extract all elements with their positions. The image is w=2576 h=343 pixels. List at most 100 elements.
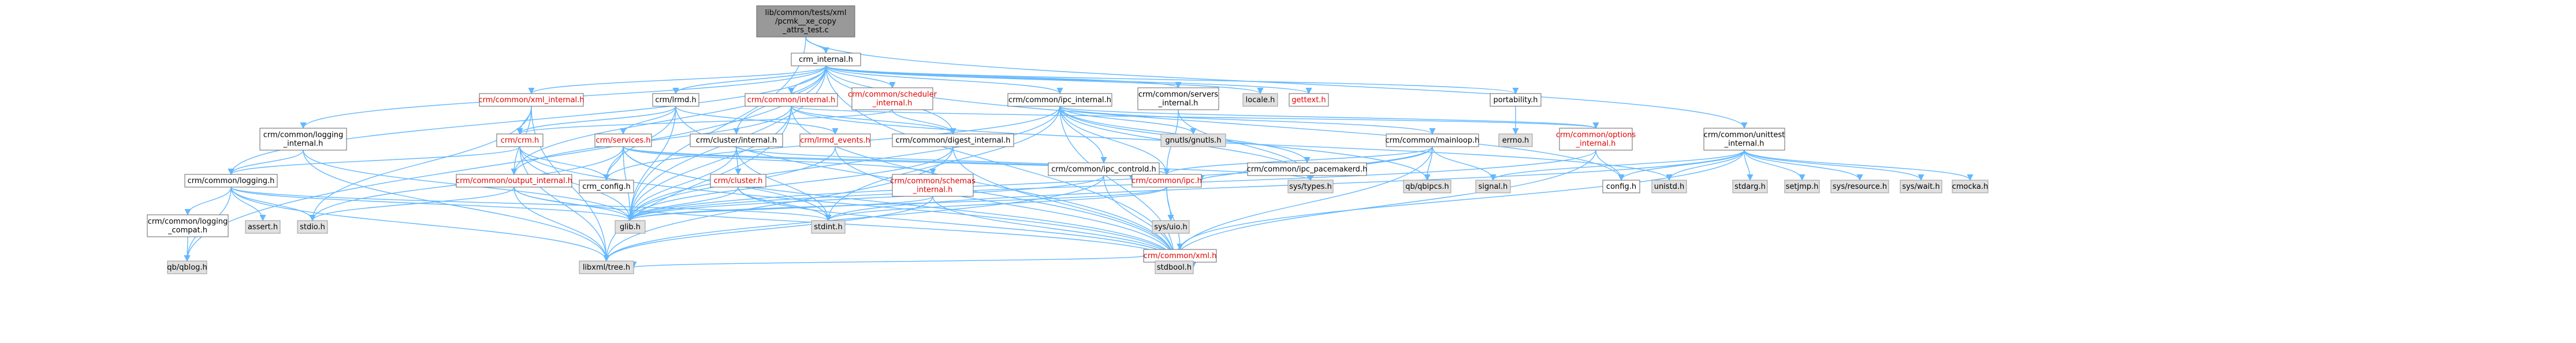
edges-layer (184, 36, 1974, 269)
node-label: crm/common/logging (148, 218, 228, 226)
edge-crm_h-to-logging_h (228, 146, 520, 176)
node-options-internal[interactable]: crm/common/options_internal.h (1556, 128, 1636, 151)
node-lrmd-events[interactable]: crm/lrmd_events.h (799, 133, 871, 147)
node-label: _internal.h (1158, 99, 1198, 108)
node-box (1602, 180, 1640, 193)
node-stdint[interactable]: stdint.h (811, 220, 846, 234)
node-box (1247, 162, 1367, 176)
edge-crm_internal-to-lrmd (672, 65, 827, 95)
edge-digest_internal-to-stdbool (952, 146, 1178, 262)
node-box (791, 53, 861, 66)
node-stdbool[interactable]: stdbool.h (1155, 260, 1194, 274)
node-gettext[interactable]: gettext.h (1289, 93, 1329, 107)
node-label: portability.h (1493, 96, 1538, 105)
node-xml-h[interactable]: crm/common/xml.h (1143, 249, 1217, 263)
node-label: errno.h (1502, 136, 1529, 145)
node-stdio[interactable]: stdio.h (297, 220, 328, 234)
node-box (1490, 93, 1542, 107)
node-label: crm/common/ipc_controld.h (1051, 165, 1156, 174)
node-cluster-internal[interactable]: crm/cluster/internal.h (690, 133, 783, 147)
node-box (1498, 133, 1533, 147)
node-signal[interactable]: signal.h (1475, 180, 1511, 193)
node-label: sys/uio.h (1154, 223, 1188, 232)
node-box (297, 220, 328, 234)
node-errno[interactable]: errno.h (1498, 133, 1533, 147)
node-label: libxml/tree.h (583, 263, 630, 272)
edge-scheduler_internal-to-digest_internal (892, 109, 956, 135)
node-setjmp[interactable]: setjmp.h (1784, 180, 1820, 193)
edge-options_internal-to-config_h (1595, 150, 1625, 181)
node-digest-internal[interactable]: crm/common/digest_internal.h (892, 133, 1014, 147)
node-config-h[interactable]: config.h (1602, 180, 1640, 193)
node-sys-uio[interactable]: sys/uio.h (1152, 220, 1190, 234)
node-portability[interactable]: portability.h (1490, 93, 1542, 107)
node-ipc-h[interactable]: crm/common/ipc.h (1131, 174, 1202, 188)
node-box (1152, 220, 1190, 234)
edge-logging_internal-to-libxml_tree (303, 150, 610, 262)
node-sys-resource[interactable]: sys/resource.h (1830, 180, 1889, 193)
node-output-internal[interactable]: crm/common/output_internal.h (456, 174, 572, 188)
node-label: crm/lrmd_events.h (800, 136, 870, 145)
node-root[interactable]: lib/common/tests/xml/pcmk__xe_copy_attrs… (756, 5, 855, 38)
node-libxml-tree[interactable]: libxml/tree.h (579, 260, 634, 274)
node-assert[interactable]: assert.h (245, 220, 281, 234)
node-lrmd[interactable]: crm/lrmd.h (652, 93, 699, 107)
node-box (615, 220, 646, 234)
node-box (892, 133, 1014, 147)
node-stdarg[interactable]: stdarg.h (1732, 180, 1768, 193)
node-unittest-internal[interactable]: crm/common/unittest_internal.h (1703, 128, 1785, 151)
node-label: sys/resource.h (1833, 182, 1887, 191)
node-locale[interactable]: locale.h (1242, 93, 1278, 107)
node-glib[interactable]: glib.h (615, 220, 646, 234)
node-scheduler-internal[interactable]: crm/common/scheduler_internal.h (848, 87, 937, 110)
node-xml-internal[interactable]: crm/common/xml_internal.h (478, 93, 585, 107)
node-cluster-h[interactable]: crm/cluster.h (710, 174, 766, 188)
node-qb-ipcs[interactable]: qb/qbipcs.h (1403, 180, 1451, 193)
edge-output_internal-to-libxml_tree (513, 187, 610, 262)
node-common-internal[interactable]: crm/common/internal.h (744, 93, 838, 107)
edge-ipc_internal-to-qb_ipcs (1059, 106, 1431, 181)
node-ipc-controld[interactable]: crm/common/ipc_controld.h (1048, 162, 1160, 176)
edge-unittest_internal-to-signal (1490, 150, 1745, 181)
node-gnutls[interactable]: gnutls/gnutls.h (1160, 133, 1226, 147)
edge-xml_h-to-libxml_tree (631, 255, 1144, 269)
node-unistd[interactable]: unistd.h (1651, 180, 1687, 193)
edge-mainloop-to-glib (627, 146, 1433, 222)
node-label: _internal.h (872, 99, 913, 108)
node-box (245, 220, 281, 234)
node-label: assert.h (248, 223, 278, 232)
node-label: unistd.h (1654, 182, 1685, 191)
node-qblog[interactable]: qb/qblog.h (167, 260, 207, 274)
node-label: crm/common/logging.h (188, 177, 275, 185)
node-box (1784, 180, 1820, 193)
edge-ipc_internal-to-options_internal (1059, 106, 1599, 129)
node-logging-compat[interactable]: crm/common/logging_compat.h (147, 214, 229, 237)
edge-unittest_internal-to-sys_resource (1744, 150, 1863, 181)
node-box (1137, 87, 1219, 110)
edge-crm_internal-to-logging_h (228, 65, 827, 176)
node-label: crm/common/ipc_internal.h (1008, 96, 1111, 105)
node-label: gnutls/gnutls.h (1165, 136, 1221, 145)
node-ipc-pacemakerd[interactable]: crm/common/ipc_pacemakerd.h (1247, 162, 1368, 176)
edge-common_internal-to-unistd (791, 106, 1673, 181)
node-box (1287, 180, 1334, 193)
node-logging-h[interactable]: crm/common/logging.h (184, 174, 278, 188)
node-ipc-internal[interactable]: crm/common/ipc_internal.h (1007, 93, 1112, 107)
node-services[interactable]: crm/services.h (594, 133, 652, 147)
node-sys-types[interactable]: sys/types.h (1287, 180, 1334, 193)
edge-ipc_h-to-stdint (825, 187, 1167, 222)
node-schemas-internal[interactable]: crm/common/schemas_internal.h (890, 174, 976, 197)
node-cmocka[interactable]: cmocka.h (1952, 180, 1989, 193)
node-crm-config[interactable]: crm_config.h (579, 180, 634, 193)
node-mainloop[interactable]: crm/common/mainloop.h (1386, 133, 1480, 147)
edge-digest_internal-to-glib (627, 146, 954, 222)
node-crm-internal[interactable]: crm_internal.h (791, 53, 861, 66)
node-logging-internal[interactable]: crm/common/logging_internal.h (259, 128, 347, 151)
node-sys-wait[interactable]: sys/wait.h (1900, 180, 1942, 193)
node-crm-h[interactable]: crm/crm.h (496, 133, 544, 147)
edge-output_internal-to-stdio (309, 187, 515, 222)
node-servers-internal[interactable]: crm/common/servers_internal.h (1137, 87, 1219, 110)
edge-xml_internal-to-stdio (309, 106, 532, 222)
node-label: signal.h (1479, 182, 1508, 191)
node-label: sys/wait.h (1902, 182, 1940, 191)
